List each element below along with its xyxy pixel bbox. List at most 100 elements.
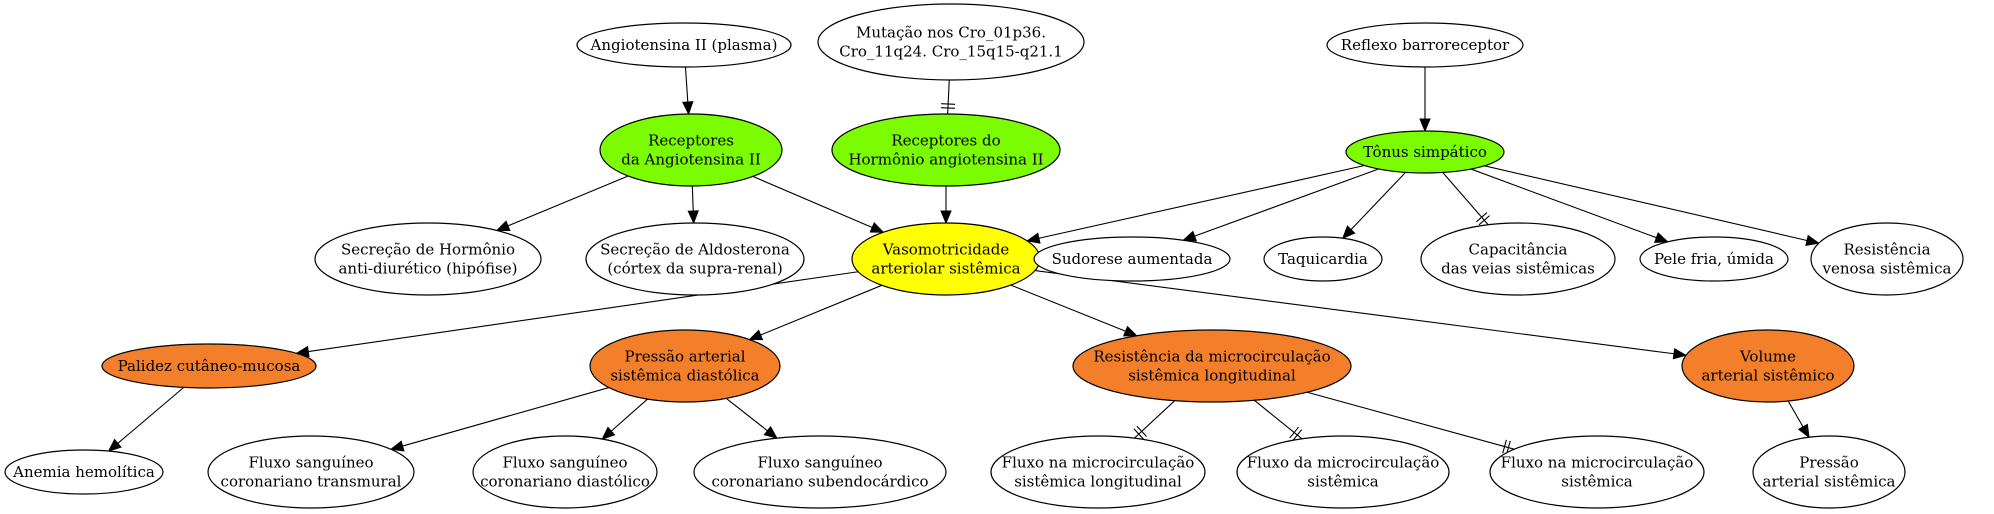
- edge-vaso-to-pressao_diast: [748, 284, 883, 341]
- node-ellipse: [1263, 236, 1383, 282]
- node-ellipse: [1752, 435, 1906, 509]
- node-angio_plasma: Angiotensina II (plasma): [576, 22, 792, 68]
- edge-line: [1470, 168, 1657, 239]
- node-ellipse: [831, 113, 1061, 187]
- edge-line: [1307, 391, 1515, 450]
- edge-angio_plasma-to-rec_angio: [682, 66, 694, 116]
- node-label: coronariano subendocárdico: [711, 473, 928, 491]
- edge-line: [691, 185, 694, 212]
- node-label: sistêmica diastólica: [610, 367, 759, 385]
- node-label: sistêmica longitudinal: [1128, 367, 1296, 385]
- node-resist_micro: Resistência da microcirculaçãosistêmica …: [1072, 329, 1352, 403]
- edge-line: [947, 79, 950, 115]
- node-label: Fluxo na microcirculação: [1501, 454, 1694, 472]
- node-label: Receptores do: [891, 132, 1000, 150]
- arrowhead: [1182, 230, 1198, 242]
- edge-vaso-to-resist_micro: [1010, 284, 1138, 337]
- nodes-layer: Angiotensina II (plasma) Mutação nos Cro_…: [4, 3, 1964, 509]
- edge-line: [1034, 270, 1675, 355]
- inhibition-bar: [941, 103, 956, 105]
- edge-line: [1038, 164, 1365, 239]
- node-label: Angiotensina II (plasma): [590, 36, 778, 54]
- node-label: Pressão: [1799, 454, 1859, 472]
- edge-line: [117, 386, 185, 444]
- node-ellipse: [1639, 236, 1789, 282]
- node-label: Mutação nos Cro_01p36.: [856, 24, 1046, 42]
- node-ellipse: [472, 435, 658, 509]
- edge-volume-to-pressao_art: [1787, 400, 1810, 439]
- edge-tonus-to-pele: [1470, 168, 1669, 243]
- edge-rec_hormonio-to-vaso: [940, 186, 952, 225]
- node-label: da Angiotensina II: [621, 151, 761, 169]
- edge-vaso-to-volume: [1034, 270, 1688, 360]
- edge-line: [1010, 284, 1126, 332]
- arrowhead: [748, 329, 764, 341]
- inhibition-bar: [1478, 215, 1490, 226]
- edge-pressao_diast-to-fluxo_diast: [601, 398, 648, 440]
- arrowhead: [1797, 423, 1810, 439]
- node-anemia: Anemia hemolítica: [4, 449, 164, 495]
- node-ellipse: [589, 329, 781, 403]
- node-label: Receptores: [648, 132, 734, 150]
- node-label: Hormônio angiotensina II: [848, 151, 1043, 169]
- edge-line: [1350, 171, 1406, 230]
- edge-rec_angio-to-adh: [495, 175, 629, 231]
- edge-pressao_diast-to-fluxo_sub: [725, 397, 778, 439]
- node-sudorese: Sudorese aumentada: [1033, 236, 1231, 282]
- node-ellipse: [1033, 236, 1231, 282]
- edge-palidez-to-anemia: [107, 386, 185, 452]
- node-ellipse: [1420, 222, 1616, 296]
- node-label: Secreção de Hormônio: [341, 241, 515, 259]
- arrowhead: [682, 101, 694, 116]
- edge-line: [1787, 400, 1804, 428]
- node-mutacao: Mutação nos Cro_01p36.Cro_11q24. Cro_15q…: [817, 3, 1085, 81]
- node-label: sistêmica: [1561, 473, 1633, 491]
- node-label: Fluxo sanguíneo: [502, 454, 627, 472]
- edge-line: [684, 66, 689, 103]
- node-ellipse: [4, 449, 164, 495]
- arrowhead: [389, 440, 405, 452]
- node-label: sistêmica: [1307, 473, 1379, 491]
- inhibition-bar: [1502, 439, 1507, 454]
- edge-tonus-to-capac: [1442, 172, 1490, 226]
- node-label: Pele fria, úmida: [1654, 250, 1774, 268]
- node-ellipse: [599, 113, 783, 187]
- node-label: arterial sistêmica: [1763, 473, 1896, 491]
- node-label: Fluxo da microcirculação: [1247, 454, 1440, 472]
- inhibition-bar: [1133, 428, 1144, 440]
- edge-line: [402, 387, 610, 447]
- edge-tonus-to-sudorese: [1182, 168, 1379, 242]
- inhibition-bar: [1136, 425, 1147, 437]
- arrowhead: [1123, 325, 1138, 337]
- arrowhead: [763, 425, 778, 439]
- arrowhead: [1805, 234, 1820, 246]
- inhibition-bar: [1476, 212, 1488, 223]
- arrowhead: [107, 438, 122, 452]
- node-taqui: Taquicardia: [1263, 236, 1383, 282]
- node-tonus: Tônus simpático: [1345, 130, 1505, 174]
- edge-line: [1254, 399, 1303, 440]
- node-ellipse: [576, 22, 792, 68]
- node-label: Cro_11q24. Cro_15q15-q21.1: [839, 43, 1063, 61]
- edge-line: [752, 175, 873, 228]
- node-aldo: Secreção de Aldosterona(córtex da supra-…: [585, 222, 805, 296]
- node-label: Fluxo na microcirculação: [1002, 454, 1195, 472]
- inhibition-bar: [1289, 426, 1300, 439]
- node-ellipse: [1236, 435, 1450, 509]
- node-label: Taquicardia: [1278, 250, 1368, 268]
- node-label: arteriolar sistêmica: [871, 260, 1020, 278]
- node-ellipse: [1072, 329, 1352, 403]
- edge-line: [1442, 172, 1489, 226]
- node-label: Palidez cutâneo-mucosa: [118, 357, 301, 375]
